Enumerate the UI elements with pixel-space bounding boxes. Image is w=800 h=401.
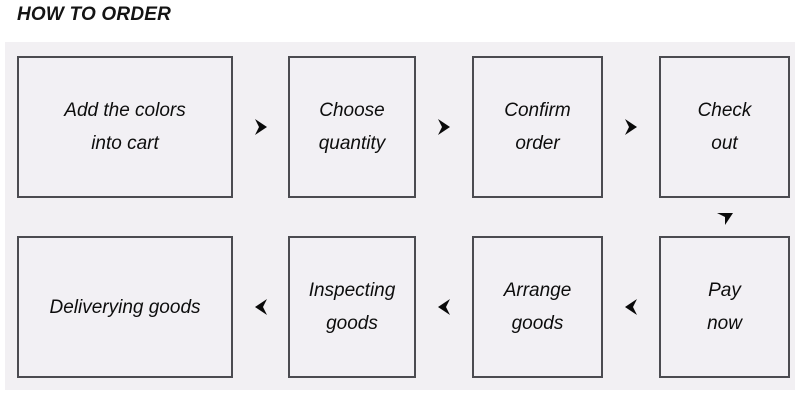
arrow-down-icon [712,206,738,232]
step-label-line: Check [697,100,752,121]
arrow-left-icon [248,294,274,320]
step-inspecting-goods[interactable]: Inspecting goods [288,236,416,378]
step-label-line: Arrange [503,280,572,301]
step-confirm-order[interactable]: Confirm order [472,56,603,198]
step-choose-quantity[interactable]: Choose quantity [288,56,416,198]
step-label-line: Confirm [504,100,571,121]
arrow-left-icon [431,294,457,320]
step-label-line: quantity [318,133,386,154]
flow-row-bottom: Deliverying goods Inspecting goods Arran… [5,236,795,378]
how-to-order-flowchart: Add the colors into cart Choose quantity… [5,42,795,390]
step-check-out[interactable]: Check out [659,56,790,198]
flow-row-top: Add the colors into cart Choose quantity… [5,56,795,198]
step-label-line: Deliverying goods [49,296,201,318]
step-label-line: into cart [91,133,159,154]
arrow-right-icon [431,114,457,140]
arrow-right-icon [248,114,274,140]
step-pay-now[interactable]: Pay now [659,236,790,378]
step-add-the-colors-into-cart[interactable]: Add the colors into cart [17,56,233,198]
step-label-line: Choose [319,100,385,121]
step-label-line: goods [326,313,378,334]
step-label-line: Inspecting [308,280,396,301]
arrow-left-icon [618,294,644,320]
step-label-line: out [711,133,738,154]
step-label-line: goods [511,313,564,334]
page-title: HOW TO ORDER [17,4,172,25]
step-label-line: Pay [708,280,741,301]
step-label-line: Add the colors [64,100,186,121]
step-deliverying-goods[interactable]: Deliverying goods [17,236,233,378]
step-label-line: now [707,313,742,334]
arrow-right-icon [618,114,644,140]
step-arrange-goods[interactable]: Arrange goods [472,236,603,378]
step-label-line: order [515,133,560,154]
